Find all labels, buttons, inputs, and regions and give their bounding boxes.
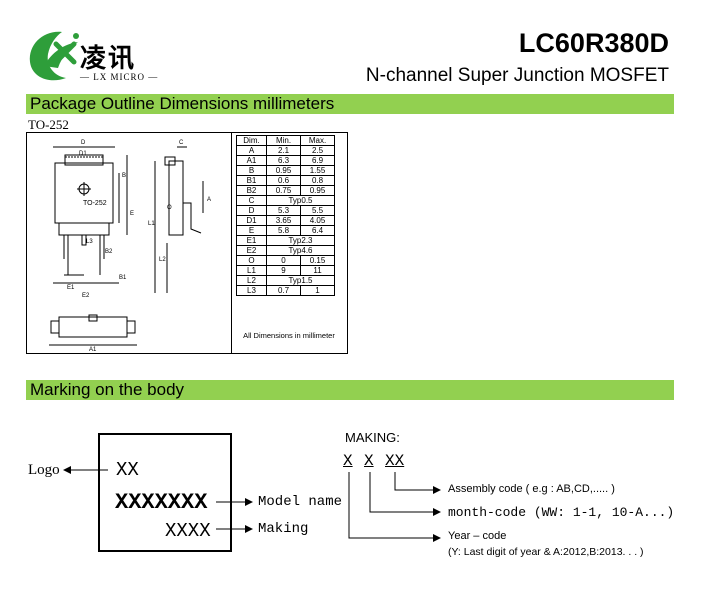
dimension-note: All Dimensions in millimeter <box>243 331 335 340</box>
svg-text:E1: E1 <box>67 285 75 291</box>
code-x2: X <box>364 452 374 470</box>
subtitle: N-channel Super Junction MOSFET <box>365 65 669 86</box>
marking-line-3: XXXX <box>165 520 211 542</box>
svg-text:L2: L2 <box>159 257 166 263</box>
year-note-label: (Y: Last digit of year & A:2012,B:2013. … <box>448 546 644 558</box>
svg-text:O: O <box>167 205 172 211</box>
year-arrow <box>348 472 441 542</box>
marking-line-1: XX <box>116 459 139 481</box>
marking-line-2: XXXXXXX <box>115 490 208 515</box>
svg-text:E2: E2 <box>82 293 90 299</box>
assembly-arrow <box>394 472 441 494</box>
part-number: LC60R380D <box>518 28 669 58</box>
model-name-label: Model name <box>258 494 343 510</box>
logo-english-text: — LX MICRO — <box>80 72 159 82</box>
month-code-label: month-code (WW: 1-1, 10-A...) <box>448 505 675 520</box>
box-divider <box>231 132 232 354</box>
package-name: TO-252 <box>28 117 69 132</box>
side-view-body <box>168 160 184 236</box>
svg-text:B: B <box>122 173 126 179</box>
making-label: Making <box>258 521 309 537</box>
svg-text:TO-252: TO-252 <box>83 200 107 207</box>
dimension-box <box>26 132 348 354</box>
svg-text:C: C <box>179 140 184 146</box>
marking-section-title: Marking on the body <box>26 380 674 400</box>
code-x1: X <box>343 452 353 470</box>
svg-text:D: D <box>81 140 86 146</box>
year-code-label: Year – code <box>448 530 507 542</box>
month-arrow <box>369 472 441 516</box>
assembly-code-label: Assembly code ( e.g : AB,CD,..... ) <box>448 483 615 495</box>
svg-text:L1: L1 <box>148 221 155 227</box>
svg-text:E: E <box>130 211 134 217</box>
marking-body-box <box>98 433 232 552</box>
code-xx: XX <box>385 452 405 470</box>
svg-text:A: A <box>207 197 211 203</box>
logo-chinese-text: 凌讯 <box>80 44 137 74</box>
svg-text:A1: A1 <box>89 347 97 353</box>
making-title: MAKING: <box>345 430 400 445</box>
svg-text:D1: D1 <box>79 151 87 157</box>
logo-label: Logo <box>28 462 60 478</box>
package-section-title: Package Outline Dimensions millimeters <box>26 94 674 114</box>
svg-text:B1: B1 <box>119 275 127 281</box>
svg-text:L3: L3 <box>86 239 93 245</box>
svg-text:B2: B2 <box>105 249 113 255</box>
logo-icon <box>29 31 79 81</box>
